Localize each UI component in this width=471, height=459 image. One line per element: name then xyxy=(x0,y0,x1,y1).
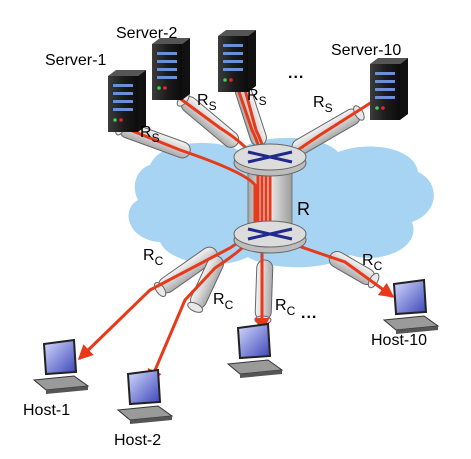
core-link-label: R xyxy=(297,199,310,219)
host-2-icon xyxy=(116,368,174,424)
router-bottom xyxy=(233,220,307,254)
client-link-label: RC xyxy=(275,297,296,318)
server-ellipsis: ... xyxy=(288,65,304,82)
server-10-label: Server-10 xyxy=(331,42,401,59)
server-link-label: RS xyxy=(313,94,333,115)
server-2-icon xyxy=(152,38,190,100)
server-3-icon xyxy=(218,30,256,92)
host-1-label: Host-1 xyxy=(23,402,70,419)
server-2-label: Server-2 xyxy=(116,25,177,42)
server-link-label: RS xyxy=(247,87,267,108)
server-10-icon xyxy=(370,58,408,120)
host-3-icon xyxy=(226,322,284,378)
router-top xyxy=(233,143,307,177)
client-link-label: RC xyxy=(143,247,164,268)
host-1-icon xyxy=(32,338,90,394)
host-ellipsis: ... xyxy=(301,305,317,322)
host-2-label: Host-2 xyxy=(114,432,161,449)
client-link-label: RC xyxy=(213,291,234,312)
server-1-label: Server-1 xyxy=(45,52,106,69)
client-link-label: RC xyxy=(362,252,383,273)
server-link-label: RS xyxy=(140,124,160,145)
server-link-label: RS xyxy=(197,92,217,113)
host-10-label: Host-10 xyxy=(371,332,427,349)
server-1-icon xyxy=(108,70,146,132)
host-10-icon xyxy=(382,278,440,334)
